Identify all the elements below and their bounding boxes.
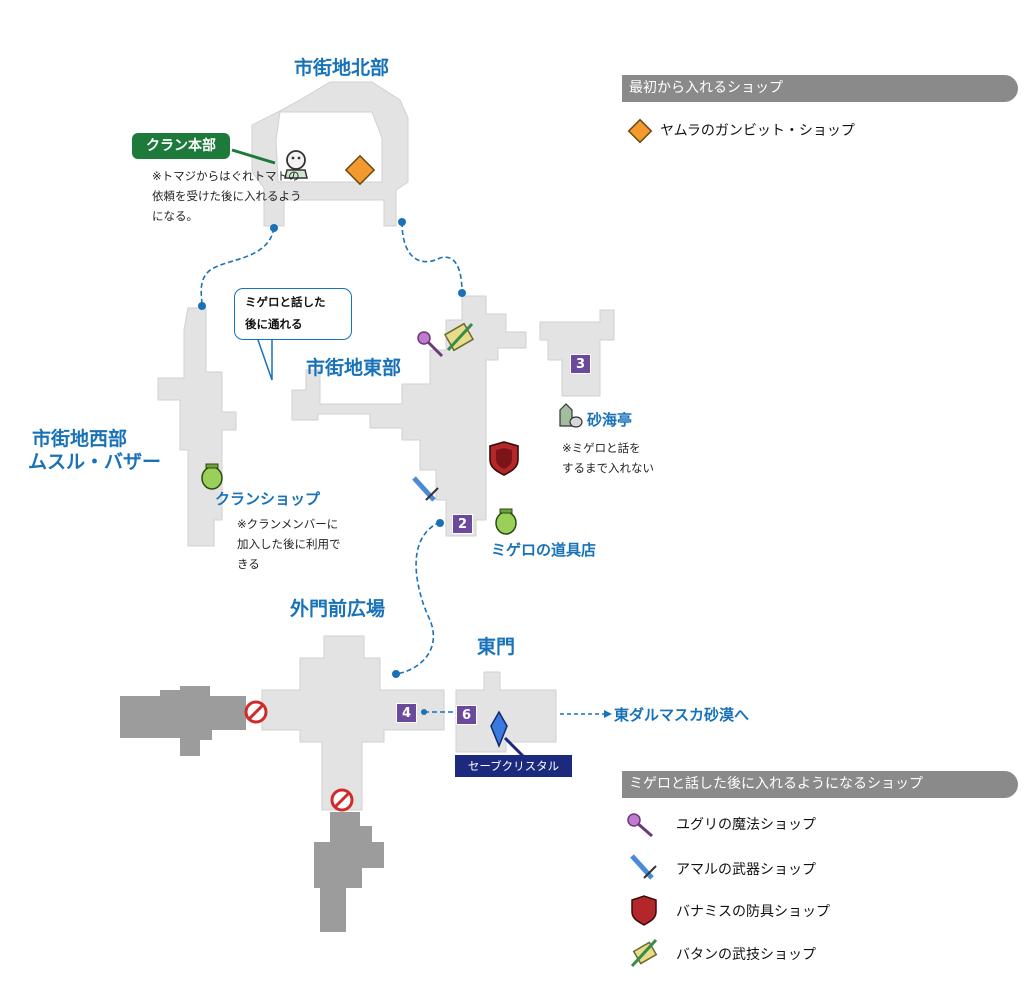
save-crystal-icon <box>490 710 508 749</box>
area-label-east: 市街地東部 <box>306 357 402 379</box>
west-district-map <box>157 307 237 547</box>
zone-badge-6: 6 <box>456 705 477 725</box>
callout-box: ミゲロと話した 後に通れる <box>234 288 352 340</box>
migelo-shop-label: ミゲロの道具店 <box>491 541 597 559</box>
legend-item-technick: バタンの武技ショップ <box>676 947 816 963</box>
sakaitei-label: 砂海亭 <box>587 411 633 429</box>
route-nodes <box>198 218 466 715</box>
callout-pointer <box>231 148 276 165</box>
area-label-plaza: 外門前広場 <box>290 598 386 620</box>
clan-hq-label: クラン本部 <box>132 133 230 159</box>
plaza-map <box>261 635 557 811</box>
legend-item-armor: バナミスの防具ショップ <box>676 904 830 920</box>
clan-person-icon <box>284 150 308 179</box>
magic-wand-icon <box>417 331 444 358</box>
area-label-north: 市街地北部 <box>294 57 390 79</box>
sakaitei-note: ※ミゲロと話を するまで入れない <box>562 441 654 475</box>
legend-item-gambit: ヤムラのガンビット・ショップ <box>660 123 855 139</box>
legend-shield-icon <box>631 895 657 926</box>
no-entry-icon-south <box>330 788 354 812</box>
clan-shop-note: ※クランメンバーに 加入した後に利用で きる <box>237 517 341 571</box>
zone-badge-3: 3 <box>570 354 591 374</box>
legend-header-initial: 最初から入れるショップ <box>622 75 1018 102</box>
legend-magic-wand-icon <box>627 813 653 838</box>
legend-header-after: ミゲロと話した後に入れるようになるショップ <box>622 771 1018 798</box>
area-label-west-1: 市街地西部 <box>32 428 128 450</box>
clan-shop-pot-icon <box>201 463 223 490</box>
area-label-west-2: ムスル・バザー <box>28 451 162 473</box>
no-entry-icon-west <box>244 700 268 724</box>
legend-sword-icon <box>630 854 657 880</box>
locked-areas <box>120 686 384 932</box>
legend-item-weapon: アマルの武器ショップ <box>676 862 816 878</box>
legend-diamond-icon <box>627 118 653 144</box>
shield-icon <box>489 441 519 476</box>
technick-icon <box>443 322 475 352</box>
sword-icon <box>412 476 439 502</box>
item-shop-pot-icon <box>495 508 517 535</box>
east-district-map <box>291 295 615 537</box>
exit-arrow-icon <box>604 710 612 718</box>
callout-tail <box>257 339 273 381</box>
save-pointer <box>503 736 527 760</box>
exit-label: 東ダルマスカ砂漠へ <box>614 706 750 724</box>
save-crystal-label: セーブクリスタル <box>455 755 572 777</box>
diamond-icon <box>344 154 376 186</box>
area-label-east-gate: 東門 <box>477 636 516 658</box>
tavern-icon <box>559 403 583 428</box>
clan-shop-label: クランショップ <box>215 490 321 508</box>
route-lines <box>200 221 604 715</box>
legend-technick-icon <box>630 938 658 968</box>
legend-item-magic: ユグリの魔法ショップ <box>676 817 816 833</box>
zone-badge-4: 4 <box>396 703 417 723</box>
clan-hq-note: ※トマジからはぐれトマトの 依頼を受けた後に入れるよう になる。 <box>152 169 302 223</box>
zone-badge-2: 2 <box>452 514 473 534</box>
